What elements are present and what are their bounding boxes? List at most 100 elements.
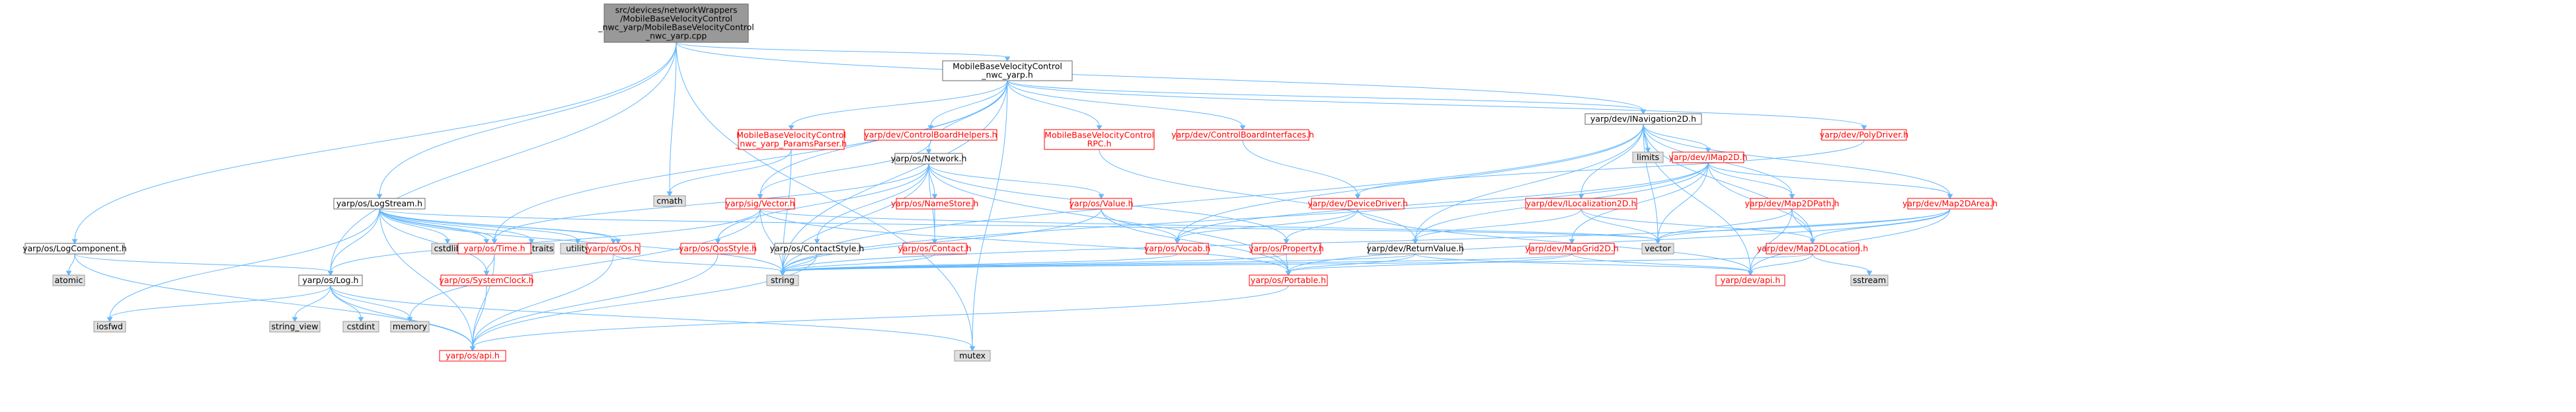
edge-map2dpath-to-vector_sys <box>1655 208 1793 244</box>
node-box <box>1750 198 1834 210</box>
node-cmath: cmath <box>653 195 686 207</box>
node-box <box>894 153 963 165</box>
node-label: yarp/dev/ILocalization2D.h <box>1526 198 1637 208</box>
node-mbvc-h[interactable]: MobileBaseVelocityControl_nwc_yarp.h <box>942 60 1073 81</box>
edge-logcomponent-to-oslog <box>74 253 334 276</box>
node-cstdint: cstdint <box>342 321 379 333</box>
node-cbinterfaces[interactable]: yarp/dev/ControlBoardInterfaces.h <box>1171 129 1314 141</box>
edge-root-to-mutex <box>676 42 976 351</box>
node-label: yarp/sig/Vector.h <box>725 198 795 208</box>
edge-ilocal2d-to-map2dloc <box>1581 208 1816 244</box>
node-params[interactable]: MobileBaseVelocityControl_nwc_yarp_Param… <box>735 129 847 150</box>
node-box <box>725 198 795 210</box>
node-vocab[interactable]: yarp/os/Vocab.h <box>1144 243 1210 255</box>
node-box <box>1251 243 1321 255</box>
edge-logcomponent-to-atomic <box>65 253 75 276</box>
node-box <box>342 321 379 333</box>
node-ostime[interactable]: yarp/os/Time.h <box>457 243 531 255</box>
node-label: cmath <box>656 196 683 206</box>
node-label: yarp/os/LogStream.h <box>336 198 422 208</box>
edge-logstream-to-tuple <box>379 208 490 244</box>
node-string-view: string_view <box>269 321 321 333</box>
node-map2darea[interactable]: yarp/dev/Map2DArea.h <box>1902 198 1998 210</box>
node-box <box>52 274 85 286</box>
node-vector-h[interactable]: yarp/sig/Vector.h <box>725 198 795 210</box>
edge-mbvc_h-to-inav2d <box>1007 80 1647 114</box>
node-property[interactable]: yarp/os/Property.h <box>1249 243 1324 255</box>
node-label: vector <box>1645 243 1672 253</box>
edge-systemclock-to-osapi <box>469 285 487 351</box>
edge-root-to-logcomponent <box>71 42 677 244</box>
node-box <box>766 274 799 286</box>
edge-imap2d-to-vocab <box>1174 162 1709 244</box>
edge-mbvc_h-to-cbhelpers <box>927 80 1008 130</box>
node-label: yarp/os/LogComponent.h <box>22 243 127 253</box>
node-contactstyle[interactable]: yarp/os/ContactStyle.h <box>770 243 865 255</box>
node-box <box>1249 274 1328 286</box>
node-contact[interactable]: yarp/os/Contact.h <box>898 243 972 255</box>
node-returnvalue[interactable]: yarp/dev/ReturnValue.h <box>1366 243 1464 255</box>
node-network[interactable]: yarp/os/Network.h <box>891 153 967 165</box>
edge-network-to-qosstyle <box>715 163 929 244</box>
edge-map2darea-to-map2dloc <box>1809 208 1951 244</box>
node-logcomponent[interactable]: yarp/os/LogComponent.h <box>22 243 127 255</box>
node-label: yarp/os/NameStore.h <box>891 198 979 208</box>
node-box <box>1525 198 1637 210</box>
node-cbhelpers[interactable]: yarp/dev/ControlBoardHelpers.h <box>864 129 997 141</box>
node-box <box>1766 243 1859 255</box>
node-osos[interactable]: yarp/os/Os.h <box>586 243 641 255</box>
node-devicedriver[interactable]: yarp/dev/DeviceDriver.h <box>1308 198 1408 210</box>
node-ilocal2d[interactable]: yarp/dev/ILocalization2D.h <box>1525 198 1637 210</box>
node-string: string <box>766 274 799 286</box>
edge-mbvc_h-to-rpc <box>1007 80 1103 130</box>
node-systemclock[interactable]: yarp/os/SystemClock.h <box>439 274 534 286</box>
node-logstream[interactable]: yarp/os/LogStream.h <box>333 198 426 210</box>
node-mapgrid2d[interactable]: yarp/dev/MapGrid2D.h <box>1525 243 1619 255</box>
node-box <box>774 243 860 255</box>
node-devapi[interactable]: yarp/dev/api.h <box>1715 274 1785 286</box>
edge-map2dpath-to-devapi <box>1747 208 1793 276</box>
edge-mbvc_h-to-mutex <box>969 80 1008 351</box>
edge-oslog-to-memory <box>330 285 413 322</box>
edge-cbhelpers-to-vector_h <box>757 140 931 199</box>
node-value[interactable]: yarp/os/Value.h <box>1070 198 1134 210</box>
node-box <box>1907 198 1993 210</box>
node-oslog[interactable]: yarp/os/Log.h <box>298 274 363 286</box>
node-inav2d[interactable]: yarp/dev/INavigation2D.h <box>1584 113 1702 125</box>
node-label: _nwc_yarp.cpp <box>645 31 707 41</box>
node-polydriver[interactable]: yarp/dev/PolyDriver.h <box>1820 129 1908 141</box>
node-label: sstream <box>1853 275 1886 285</box>
node-map2dloc[interactable]: yarp/dev/Map2DLocation.h <box>1757 243 1868 255</box>
node-label: yarp/dev/Map2DArea.h <box>1902 198 1998 208</box>
node-label: yarp/os/ContactStyle.h <box>770 243 865 253</box>
node-osapi[interactable]: yarp/os/api.h <box>439 350 506 362</box>
node-label: yarp/dev/Map2DPath.h <box>1745 198 1840 208</box>
edge-returnvalue-to-string <box>779 253 1416 276</box>
node-label: yarp/os/Portable.h <box>1251 275 1326 285</box>
node-label: yarp/os/Vocab.h <box>1144 243 1210 253</box>
node-namestore[interactable]: yarp/os/NameStore.h <box>891 198 979 210</box>
edge-vector_h-to-vector_sys <box>760 208 1661 244</box>
node-label: _nwc_yarp_ParamsParser.h <box>735 139 847 149</box>
edge-rpc-to-returnvalue <box>1099 149 1419 244</box>
node-label: yarp/dev/ControlBoardHelpers.h <box>864 130 997 140</box>
edge-params-to-cmath <box>666 149 792 196</box>
node-label: yarp/dev/Map2DLocation.h <box>1757 243 1868 253</box>
edge-root-to-logstream <box>376 42 677 199</box>
edges-layer <box>65 42 1953 351</box>
edge-vector_h-to-string <box>760 208 786 276</box>
node-label: yarp/os/Os.h <box>588 243 640 253</box>
edge-network-to-contactstyle <box>814 163 929 244</box>
node-label: src/devices/networkWrappers <box>615 5 738 15</box>
node-label: yarp/os/QosStyle.h <box>679 243 757 253</box>
node-portable[interactable]: yarp/os/Portable.h <box>1249 274 1328 286</box>
node-label: cstdlib <box>434 243 461 253</box>
node-map2dpath[interactable]: yarp/dev/Map2DPath.h <box>1745 198 1840 210</box>
node-qosstyle[interactable]: yarp/os/QosStyle.h <box>679 243 757 255</box>
node-imap2d[interactable]: yarp/dev/IMap2D.h <box>1668 151 1748 163</box>
edge-oslog-to-iosfwd <box>106 285 331 322</box>
node-box <box>1176 129 1309 141</box>
edge-root-to-inav2d <box>676 42 1647 114</box>
node-box <box>333 198 426 210</box>
